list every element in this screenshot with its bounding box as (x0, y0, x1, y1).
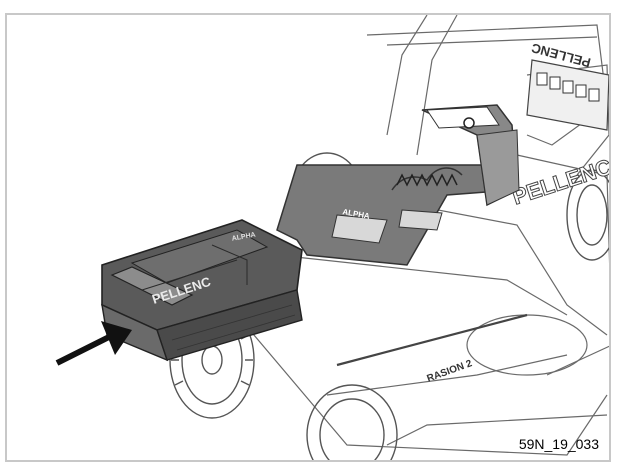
figure-code: 59N_19_033 (518, 436, 599, 452)
insertion-arrow-icon (55, 321, 132, 366)
battery-model: ALPHA (231, 232, 256, 243)
deck-label: RASION 2 (425, 358, 474, 385)
latch-housing (391, 104, 520, 207)
control-panel: PELLENC (526, 40, 609, 131)
mower-battery-illustration: PELLENC PELLENC RASION 2 ALPHA (55, 15, 611, 460)
battery-cradle: ALPHA (276, 164, 518, 266)
wheel-front-bottom (306, 384, 398, 460)
latch-icon (463, 117, 475, 129)
mower-side-brand: PELLENC (509, 154, 611, 210)
figure-frame: PELLENC PELLENC RASION 2 ALPHA (5, 13, 611, 462)
wheel-rear-right (566, 169, 609, 261)
battery-pack: PELLENC ALPHA (101, 219, 303, 362)
top-cropped-strip (0, 0, 618, 10)
